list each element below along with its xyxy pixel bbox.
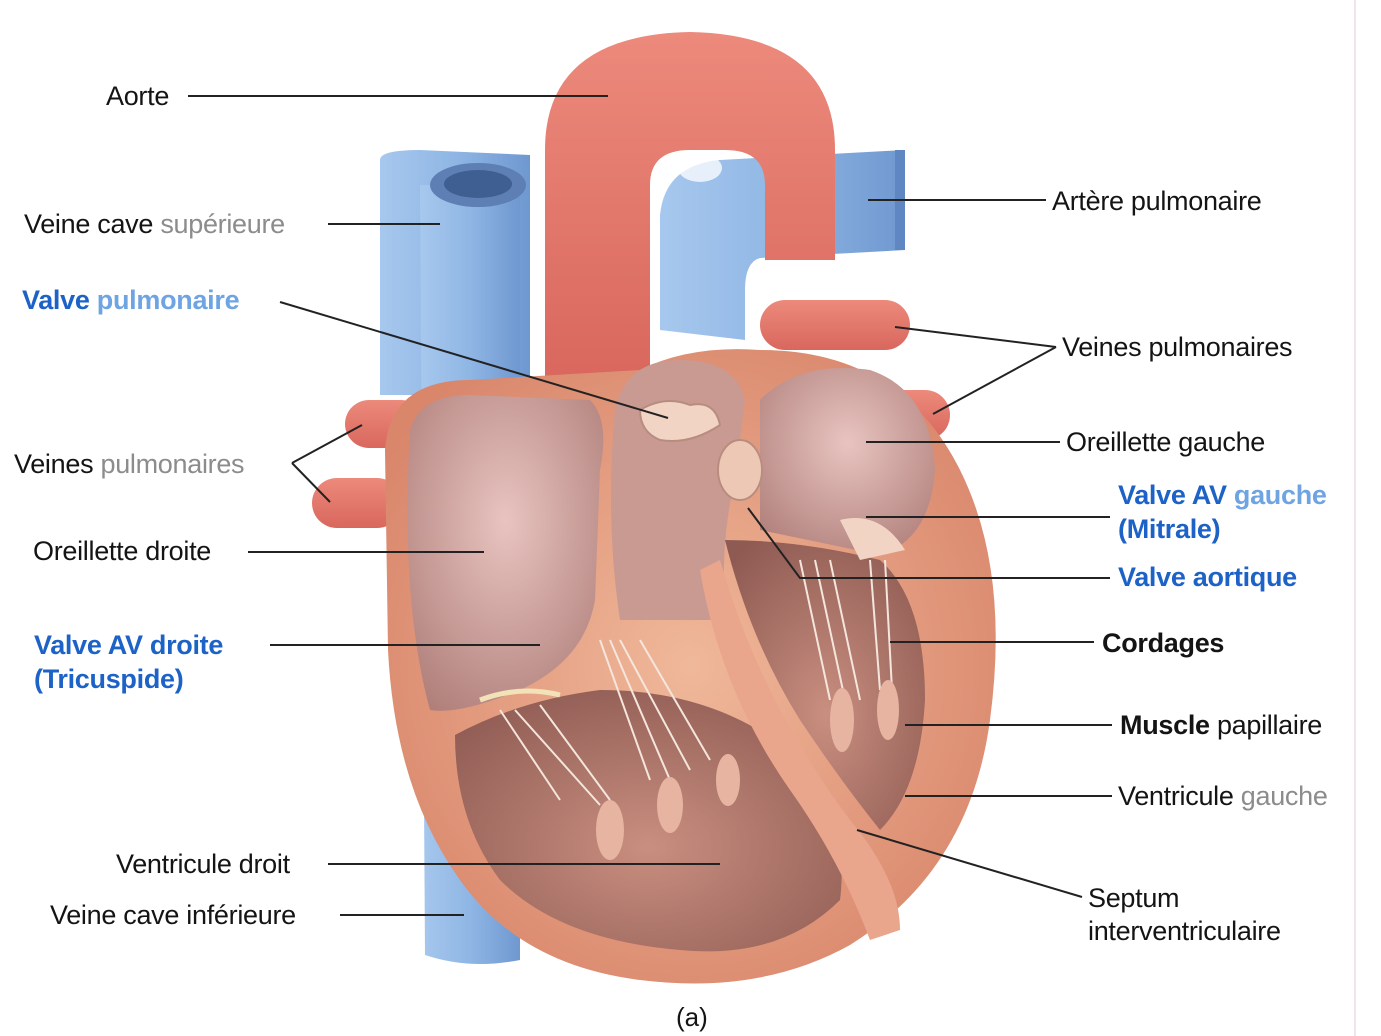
label-veines-pulmonaires-left-a: Veines (14, 449, 93, 479)
label-cordages: Cordages (1102, 626, 1224, 660)
page-edge-divider (1354, 0, 1356, 1036)
label-veine-cave-superieure: Veine cave supérieure (24, 207, 285, 241)
label-veines-pulmonaires-left: Veines pulmonaires (14, 447, 244, 481)
label-oreillette-gauche: Oreillette gauche (1066, 425, 1265, 459)
label-aorte: Aorte (106, 79, 169, 113)
label-valve-av-gauche-a: Valve AV (1118, 480, 1227, 510)
label-oreillette-droite: Oreillette droite (33, 534, 211, 568)
label-valve-aortique: Valve aortique (1118, 560, 1297, 594)
label-valve-pulmonaire: Valve pulmonaire (22, 283, 239, 317)
label-valve-av-droite: Valve AV droite (34, 628, 223, 662)
label-valve-pulmonaire-b: pulmonaire (97, 285, 240, 315)
label-ventricule-droit: Ventricule droit (116, 847, 290, 881)
label-mitrale: (Mitrale) (1118, 512, 1220, 546)
label-veine-cave-inferieure: Veine cave inférieure (50, 898, 296, 932)
label-veines-pulmonaires-right: Veines pulmonaires (1062, 330, 1292, 364)
label-interventriculaire: interventriculaire (1088, 914, 1281, 948)
label-artere-pulmonaire: Artère pulmonaire (1052, 184, 1262, 218)
label-ventricule-gauche: Ventricule gauche (1118, 779, 1328, 813)
label-muscle-papillaire-b: papillaire (1217, 710, 1322, 740)
label-valve-av-gauche: Valve AV gauche (1118, 478, 1327, 512)
label-veine-cave-superieure-b: supérieure (160, 209, 285, 239)
label-tricuspide: (Tricuspide) (34, 662, 183, 696)
label-ventricule-gauche-a: Ventricule (1118, 781, 1234, 811)
label-ventricule-gauche-b: gauche (1241, 781, 1328, 811)
label-veine-cave-superieure-a: Veine cave (24, 209, 153, 239)
label-muscle-papillaire: Muscle papillaire (1120, 708, 1322, 742)
label-muscle-papillaire-a: Muscle (1120, 710, 1210, 740)
label-veines-pulmonaires-left-b: pulmonaires (100, 449, 244, 479)
figure-caption: (a) (676, 1002, 708, 1033)
label-valve-av-gauche-b: gauche (1234, 480, 1327, 510)
label-septum: Septum (1088, 881, 1179, 915)
label-valve-pulmonaire-a: Valve (22, 285, 90, 315)
